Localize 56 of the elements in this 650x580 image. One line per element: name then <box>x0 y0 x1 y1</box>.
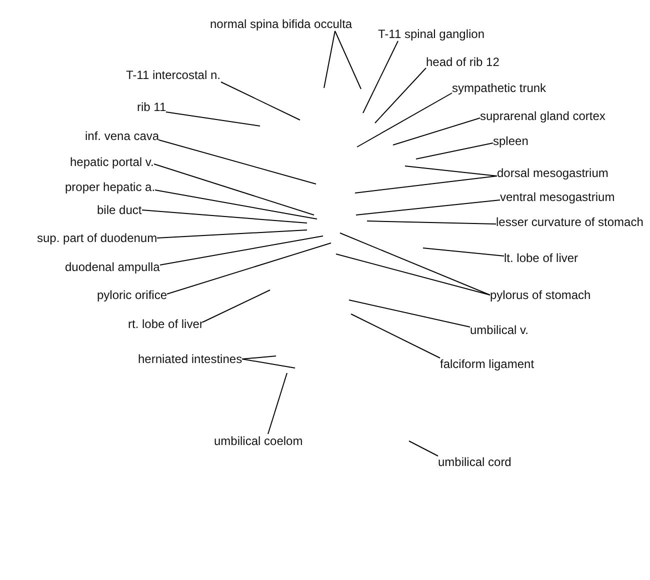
part-label: umbilical v. <box>470 323 528 337</box>
leader-line <box>154 164 314 216</box>
leader-line <box>416 142 494 160</box>
part-label: lt. lobe of liver <box>504 251 578 265</box>
leader-line <box>340 232 490 296</box>
leader-line <box>154 190 318 220</box>
leader-line <box>158 140 316 184</box>
part-label: dorsal mesogastrium <box>497 166 608 180</box>
part-label: rib 11 <box>137 100 166 114</box>
leader-line <box>142 210 308 224</box>
part-label: falciform ligament <box>440 357 534 371</box>
leader-line <box>362 40 398 114</box>
leader-line <box>242 356 276 360</box>
part-label: T-11 intercostal n. <box>126 68 220 82</box>
part-label: rt. lobe of liver <box>128 317 204 331</box>
leader-line <box>166 242 332 294</box>
part-label: pylorus of stomach <box>490 288 591 302</box>
part-label: T-11 spinal ganglion <box>378 27 485 41</box>
leader-line <box>336 254 490 296</box>
part-label: lesser curvature of stomach <box>496 215 644 229</box>
leader-line <box>268 372 288 434</box>
leader-line <box>404 166 498 176</box>
part-label: proper hepatic a. <box>65 180 156 194</box>
leader-line <box>220 82 300 120</box>
leader-line <box>356 92 452 148</box>
leader-line <box>348 300 470 328</box>
leader-line <box>334 30 362 90</box>
part-label: sup. part of duodenum <box>37 231 158 245</box>
part-label: pyloric orifice <box>97 288 168 302</box>
leader-line <box>324 30 336 88</box>
part-label: herniated intestines <box>138 352 242 366</box>
part-label: inf. vena cava <box>85 129 160 143</box>
part-label: hepatic portal v. <box>70 155 154 169</box>
part-label: bile duct <box>97 203 142 217</box>
part-label: duodenal ampulla <box>65 260 160 274</box>
leader-line <box>422 248 504 256</box>
part-label: sympathetic trunk <box>452 81 546 95</box>
part-label: ventral mesogastrium <box>500 190 615 204</box>
leader-line <box>366 220 496 224</box>
part-label: normal spina bifida occulta <box>210 17 352 31</box>
leader-line <box>392 118 480 146</box>
leader-line <box>408 440 438 456</box>
leader-line <box>202 290 270 322</box>
leader-line <box>356 200 500 216</box>
leader-line <box>350 314 440 358</box>
leader-line <box>354 176 498 194</box>
leader-line <box>156 230 308 238</box>
leader-line <box>160 236 324 266</box>
leader-line <box>242 358 296 368</box>
leader-line <box>374 68 426 124</box>
part-label: umbilical cord <box>438 455 512 469</box>
part-label: head of rib 12 <box>426 55 500 69</box>
leader-line <box>166 112 260 126</box>
part-label: umbilical coelom <box>214 434 303 448</box>
part-label: suprarenal gland cortex <box>480 109 606 123</box>
part-label: spleen <box>493 134 528 148</box>
